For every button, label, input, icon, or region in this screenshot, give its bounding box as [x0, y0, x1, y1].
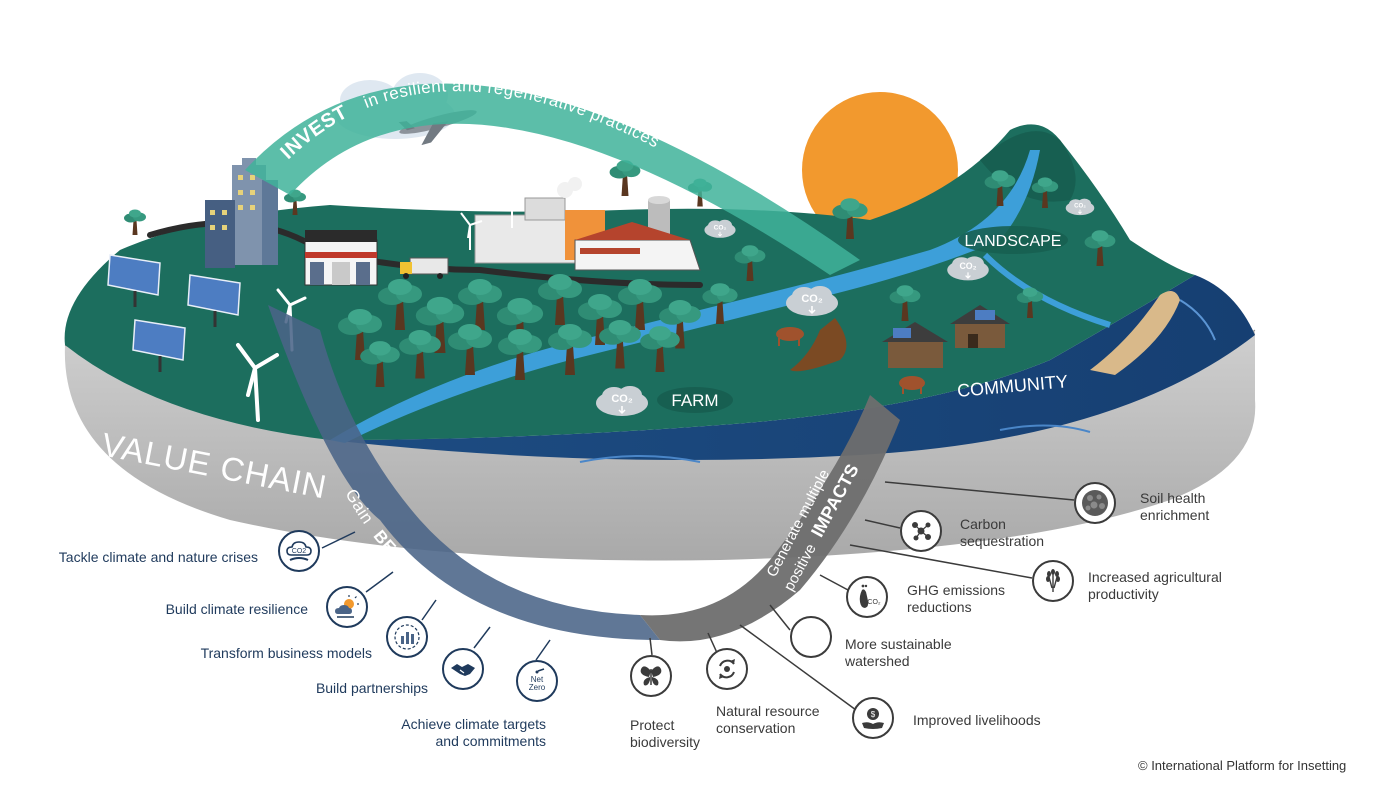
- co2-clouds: CO₂ CO₂ CO₂ CO₂ CO₂: [596, 198, 1095, 416]
- landscape-label: LANDSCAPE: [965, 233, 1062, 250]
- soil-patch: [790, 318, 847, 372]
- svg-text:CO₂: CO₂: [611, 393, 633, 405]
- tree: [548, 324, 592, 375]
- chart-cycle-icon: [386, 616, 428, 658]
- copyright-notice: © International Platform for Insetting: [1138, 758, 1347, 773]
- tree: [609, 160, 641, 196]
- tree: [1016, 287, 1044, 318]
- farm-label: FARM: [671, 391, 718, 410]
- svg-text:CO₂: CO₂: [1074, 203, 1086, 209]
- money-hand-icon: $: [852, 697, 894, 739]
- svg-text:CO₂: CO₂: [959, 261, 976, 271]
- tree: [734, 245, 766, 281]
- tree: [538, 274, 582, 325]
- benefit-connectors: [321, 531, 551, 661]
- benefit-4-text: Build partnerships: [315, 680, 428, 696]
- svg-text:CO₂: CO₂: [867, 599, 881, 606]
- tree: [659, 300, 701, 349]
- molecule-icon: [900, 510, 942, 552]
- tree: [599, 320, 641, 369]
- footprint-icon: CO₂: [846, 576, 888, 618]
- soil-icon: [1074, 482, 1116, 524]
- butterfly-icon: [630, 655, 672, 697]
- svg-text:CO₂: CO₂: [714, 224, 727, 231]
- city-buildings: [205, 158, 278, 268]
- svg-text:CO₂: CO₂: [801, 293, 823, 305]
- shop-building: [304, 230, 378, 286]
- tree: [338, 309, 382, 360]
- truck: [400, 257, 449, 279]
- cattle: [776, 327, 925, 394]
- tree: [702, 283, 738, 324]
- co2-cloud: CO₂: [786, 286, 838, 316]
- recycle-icon: [706, 648, 748, 690]
- tree: [889, 285, 921, 321]
- tree: [1084, 230, 1116, 266]
- tree: [1031, 177, 1059, 208]
- tree: [984, 170, 1016, 206]
- benefit-3-text: Transform business models: [200, 645, 372, 661]
- water-drop-icon: [790, 616, 832, 658]
- tree: [124, 209, 146, 235]
- wind-turbine-small: [460, 181, 527, 250]
- svg-text:Net: Net: [531, 675, 544, 684]
- solar-panels: [107, 254, 241, 372]
- svg-text:$: $: [871, 710, 876, 719]
- community-houses: [882, 305, 1010, 368]
- tree: [399, 330, 441, 379]
- tree: [832, 198, 868, 239]
- tree: [284, 189, 306, 215]
- tree: [360, 341, 400, 387]
- agroforestry-trees: [124, 160, 1116, 387]
- factory: [474, 177, 701, 271]
- sun-cloud-icon: [326, 586, 368, 628]
- water-area: [330, 275, 1255, 463]
- benefit-2-text: Build climate resilience: [165, 601, 308, 617]
- co2-cloud: CO₂: [1065, 198, 1095, 216]
- tree: [378, 279, 422, 330]
- wheat-icon: [1032, 560, 1074, 602]
- tree: [448, 324, 492, 375]
- svg-text:Zero: Zero: [529, 683, 546, 692]
- tree: [498, 329, 542, 380]
- impact-6-text: Improved livelihoods: [913, 712, 1041, 728]
- handshake-icon: [442, 648, 484, 690]
- coastline: [1090, 291, 1180, 375]
- tree: [415, 296, 465, 353]
- tree: [640, 326, 680, 372]
- co2-cloud-icon: CO2: [278, 530, 320, 572]
- co2-cloud: CO₂: [947, 256, 989, 281]
- co2-cloud: CO₂: [596, 386, 648, 416]
- co2-cloud: CO₂: [704, 219, 736, 238]
- svg-text:CO2: CO2: [292, 548, 307, 555]
- tree: [458, 279, 502, 330]
- tree: [618, 279, 662, 330]
- benefit-1-text: Tackle climate and nature crises: [58, 549, 258, 565]
